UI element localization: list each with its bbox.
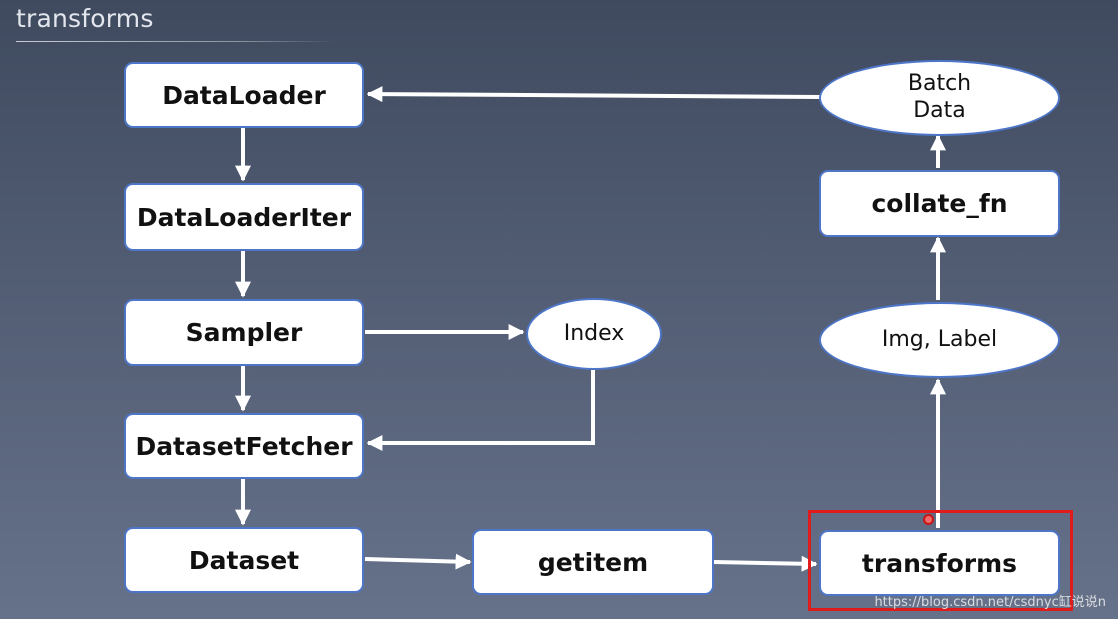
sampler-box: Sampler — [124, 299, 364, 366]
batch-data-line-1: Batch — [907, 71, 972, 97]
pointer-dot — [923, 514, 934, 525]
img-label-oval: Img, Label — [819, 302, 1060, 378]
slide-title: transforms — [16, 4, 154, 33]
collate-fn-box: collate_fn — [819, 170, 1060, 237]
dataset-box: Dataset — [124, 527, 364, 593]
watermark: https://blog.csdn.net/csdnyc缸说说n — [874, 595, 1106, 610]
arrow-batchdata-to-dataloader — [366, 86, 821, 103]
index-oval: Index — [526, 298, 662, 370]
datasetfetcher-box: DatasetFetcher — [124, 413, 364, 479]
transforms-box: transforms — [819, 530, 1060, 596]
batch-data-line-2: Data — [913, 98, 966, 123]
dataloaderiter-box: DataLoaderIter — [124, 183, 364, 251]
dataloader-box: DataLoader — [124, 62, 364, 128]
arrow-index-to-fetcher — [366, 370, 595, 451]
arrow-getitem-to-transforms — [713, 555, 818, 572]
arrow-dataset-to-getitem — [364, 553, 472, 570]
title-underline — [16, 41, 336, 42]
transforms-highlight-frame — [808, 510, 1073, 611]
batch-data-oval: Batch Data — [819, 60, 1060, 136]
getitem-box: getitem — [472, 529, 714, 595]
